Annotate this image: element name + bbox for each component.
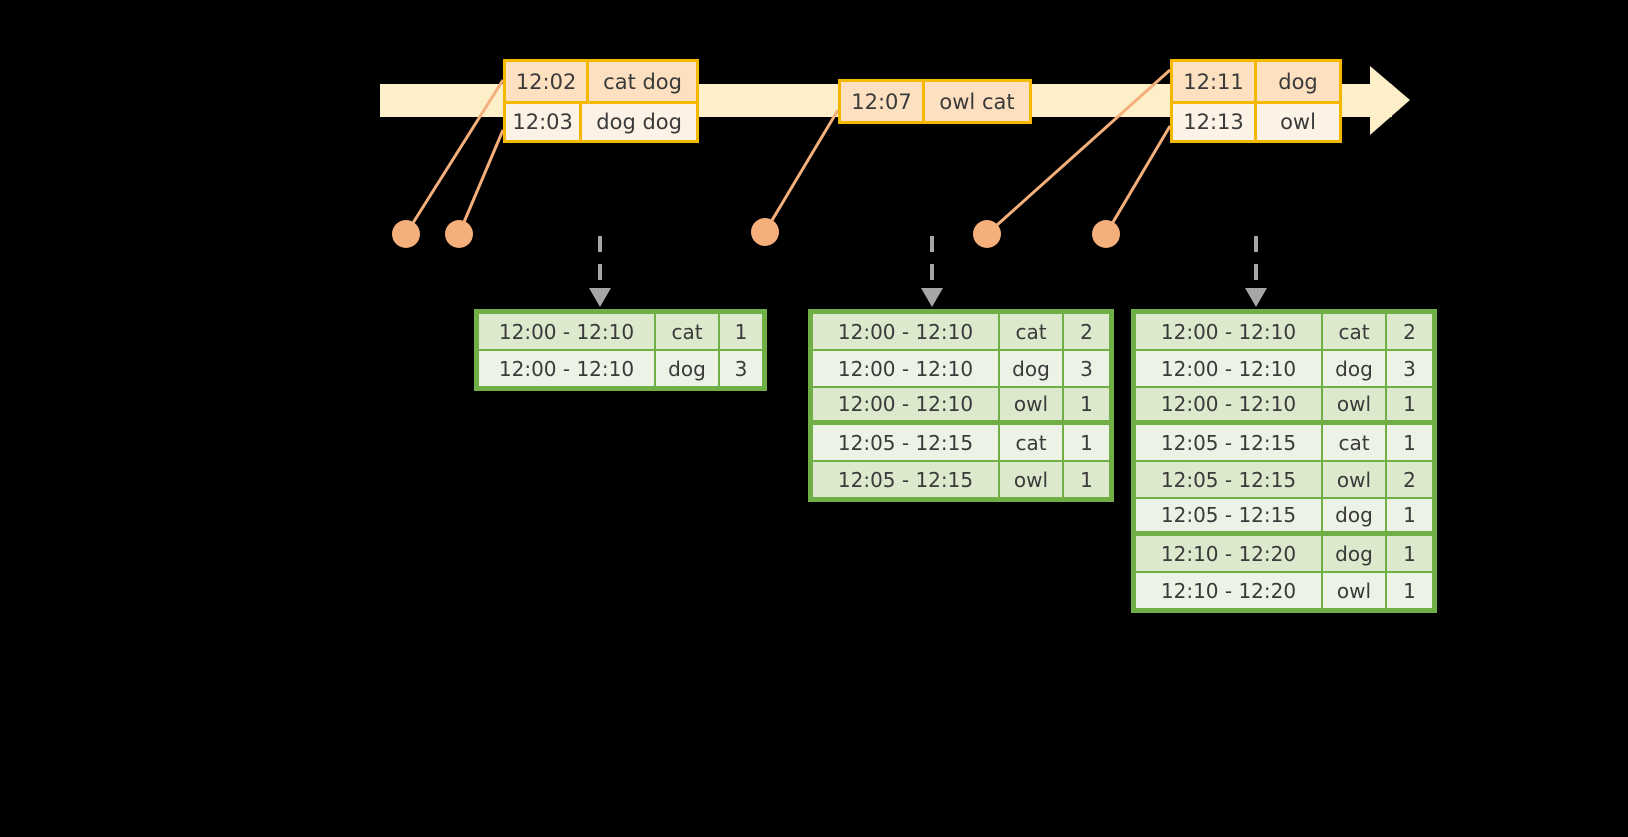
window-cell: 12:05 - 12:15 (813, 462, 998, 497)
event-row[interactable]: 12:11 dog (1173, 62, 1339, 101)
flow-arrows (589, 236, 1267, 307)
count-cell: 1 (1387, 388, 1432, 420)
word-cell: owl (1000, 388, 1062, 420)
window-cell: 12:10 - 12:20 (1136, 573, 1321, 608)
event-row[interactable]: 12:07 owl cat (841, 82, 1029, 121)
connector-line-3 (763, 109, 840, 233)
event-time: 12:03 (506, 104, 583, 140)
word-cell: dog (1323, 536, 1385, 571)
word-cell: cat (1323, 425, 1385, 460)
event-dot-2 (445, 220, 473, 248)
event-time: 12:02 (506, 62, 590, 101)
count-cell: 1 (1064, 462, 1109, 497)
count-cell: 2 (1064, 314, 1109, 349)
window-cell: 12:00 - 12:10 (813, 351, 998, 386)
event-dot-3 (751, 218, 779, 246)
window-cell: 12:05 - 12:15 (813, 425, 998, 460)
flow-arrow-2 (921, 236, 943, 307)
count-cell: 3 (1387, 351, 1432, 386)
event-row[interactable]: 12:03 dog dog (506, 101, 696, 140)
window-cell: 12:00 - 12:10 (479, 351, 654, 386)
event-dot-5 (1092, 220, 1120, 248)
word-cell: owl (1323, 388, 1385, 420)
event-group-1[interactable]: 12:02 cat dog 12:03 dog dog (503, 59, 699, 143)
word-cell: dog (656, 351, 718, 386)
window-cell: 12:00 - 12:10 (479, 314, 654, 349)
window-cell: 12:05 - 12:15 (1136, 462, 1321, 497)
word-cell: cat (1000, 314, 1062, 349)
window-cell: 12:00 - 12:10 (813, 388, 998, 420)
window-cell: 12:05 - 12:15 (1136, 425, 1321, 460)
word-cell: owl (1323, 462, 1385, 497)
event-group-2[interactable]: 12:07 owl cat (838, 79, 1032, 124)
event-words: owl (1257, 104, 1339, 140)
count-cell: 1 (1387, 425, 1432, 460)
event-dot-1 (392, 220, 420, 248)
count-cell: 1 (1387, 536, 1432, 571)
event-row[interactable]: 12:02 cat dog (506, 62, 696, 101)
count-cell: 1 (1064, 425, 1109, 460)
count-cell: 3 (1064, 351, 1109, 386)
event-words: cat dog (589, 62, 696, 101)
window-cell: 12:05 - 12:15 (1136, 499, 1321, 531)
count-cell: 1 (720, 314, 762, 349)
word-cell: owl (1323, 573, 1385, 608)
window-cell: 12:00 - 12:10 (1136, 351, 1321, 386)
event-words: owl cat (925, 82, 1029, 121)
window-cell: 12:10 - 12:20 (1136, 536, 1321, 571)
word-cell: dog (1000, 351, 1062, 386)
window-cell: 12:00 - 12:10 (1136, 388, 1321, 420)
event-words: dog (1257, 62, 1339, 101)
window-cell: 12:00 - 12:10 (1136, 314, 1321, 349)
connector-line-5 (1104, 125, 1172, 235)
event-row[interactable]: 12:13 owl (1173, 101, 1339, 140)
count-cell: 1 (1064, 388, 1109, 420)
flow-arrow-1 (589, 236, 611, 307)
event-dots (392, 218, 1120, 248)
word-cell: cat (656, 314, 718, 349)
event-time: 12:11 (1173, 62, 1257, 101)
count-cell: 2 (1387, 314, 1432, 349)
word-cell: owl (1000, 462, 1062, 497)
event-words: dog dog (582, 104, 696, 140)
flow-arrow-3 (1245, 236, 1267, 307)
event-dot-4 (973, 220, 1001, 248)
count-cell: 1 (1387, 573, 1432, 608)
count-cell: 1 (1387, 499, 1432, 531)
word-cell: dog (1323, 351, 1385, 386)
word-cell: cat (1323, 314, 1385, 349)
word-cell: dog (1323, 499, 1385, 531)
word-cell: cat (1000, 425, 1062, 460)
event-time: 12:13 (1173, 104, 1257, 140)
count-cell: 2 (1387, 462, 1432, 497)
event-time: 12:07 (841, 82, 925, 121)
connector-line-2 (457, 129, 505, 235)
window-cell: 12:00 - 12:10 (813, 314, 998, 349)
count-cell: 3 (720, 351, 762, 386)
connector-line-1 (404, 79, 505, 235)
event-group-3[interactable]: 12:11 dog 12:13 owl (1170, 59, 1342, 143)
